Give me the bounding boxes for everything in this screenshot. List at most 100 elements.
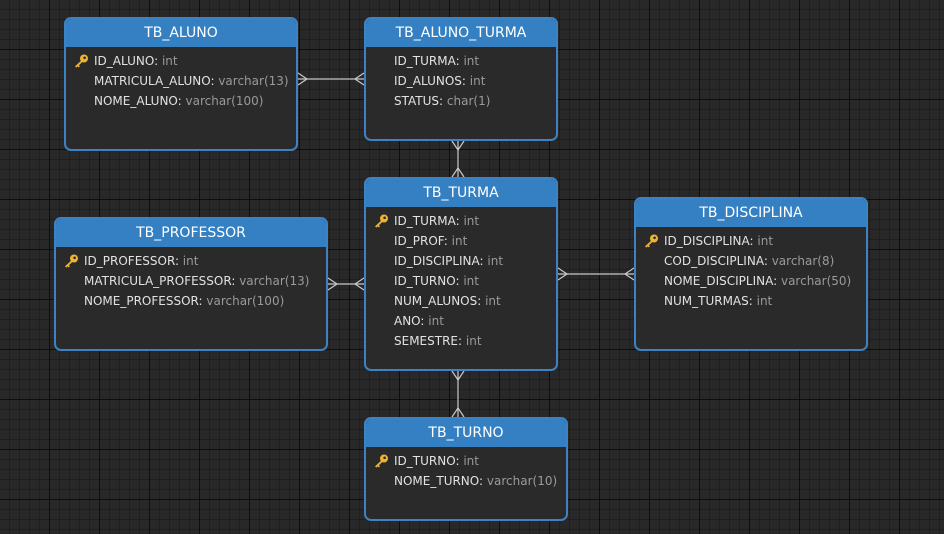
field-name: MATRICULA_ALUNO	[94, 74, 211, 88]
field-name: ID_PROFESSOR	[84, 254, 175, 268]
primary-key-icon	[373, 214, 389, 228]
field-type: varchar(100)	[185, 94, 264, 108]
field-separator: :	[479, 254, 488, 268]
field-separator: :	[455, 54, 464, 68]
field-separator: :	[443, 234, 452, 248]
field-name: COD_DISCIPLINA	[664, 254, 764, 268]
field-name: ID_TURNO	[394, 274, 456, 288]
field-separator: :	[763, 254, 772, 268]
field-row[interactable]: ID_DISCIPLINA: int	[636, 231, 866, 251]
field-type: int	[463, 54, 480, 68]
field-name: NUM_ALUNOS	[394, 294, 478, 308]
field-row[interactable]: MATRICULA_PROFESSOR: varchar(13)	[56, 271, 326, 291]
primary-key-icon	[643, 234, 659, 248]
field-row[interactable]: ID_TURNO: int	[366, 271, 556, 291]
field-separator: :	[439, 94, 447, 108]
field-separator: :	[458, 334, 466, 348]
field-name: SEMESTRE	[394, 334, 459, 348]
field-type: int	[756, 294, 773, 308]
field-type: int	[182, 254, 199, 268]
field-type: varchar(8)	[771, 254, 835, 268]
field-separator: :	[154, 54, 162, 68]
field-type: int	[487, 254, 504, 268]
relationship-turma-disciplina	[557, 267, 635, 281]
field-row[interactable]: NUM_TURMAS: int	[636, 291, 866, 311]
field-name: NOME_TURNO	[394, 474, 480, 488]
field-name: ID_TURMA	[394, 54, 456, 68]
field-separator: :	[174, 254, 183, 268]
field-name: ID_TURNO	[394, 454, 456, 468]
field-name: ANO	[394, 314, 421, 328]
field-type: int	[161, 54, 178, 68]
field-type: int	[463, 454, 479, 468]
table-title: TB_DISCIPLINA	[636, 199, 866, 227]
field-row[interactable]: NUM_ALUNOS: int	[366, 291, 556, 311]
primary-key-icon	[373, 454, 389, 468]
field-type: varchar(50)	[780, 274, 852, 288]
field-separator: :	[455, 214, 464, 228]
field-name: ID_DISCIPLINA	[394, 254, 480, 268]
field-type: int	[465, 334, 482, 348]
field-separator: :	[773, 274, 781, 288]
field-name: NOME_ALUNO	[94, 94, 178, 108]
field-row[interactable]: ID_PROF: int	[366, 231, 556, 251]
relationship-aluno-aluno_turma	[297, 72, 365, 86]
relationship-professor-turma	[327, 277, 365, 291]
field-name: MATRICULA_PROFESSOR	[84, 274, 232, 288]
field-row[interactable]: ID_PROFESSOR: int	[56, 251, 326, 271]
field-row[interactable]: SEMESTRE: int	[366, 331, 556, 351]
field-row[interactable]: NOME_DISCIPLINA: varchar(50)	[636, 271, 866, 291]
field-row[interactable]: ID_DISCIPLINA: int	[366, 251, 556, 271]
field-row[interactable]: ANO: int	[366, 311, 556, 331]
field-type: varchar(13)	[239, 274, 310, 288]
field-row[interactable]: NOME_TURNO: varchar(10)	[366, 471, 566, 491]
field-name: STATUS	[394, 94, 440, 108]
field-row[interactable]: ID_ALUNO: int	[66, 51, 296, 71]
field-name: NUM_TURMAS	[664, 294, 749, 308]
field-name: ID_PROF	[394, 234, 444, 248]
field-separator: :	[198, 294, 207, 308]
relationship-turma-turno	[451, 370, 465, 418]
field-name: NOME_PROFESSOR	[84, 294, 199, 308]
field-separator: :	[461, 74, 470, 88]
field-type: int	[485, 294, 501, 308]
primary-key-icon	[63, 254, 79, 268]
field-separator: :	[477, 294, 486, 308]
field-row[interactable]: COD_DISCIPLINA: varchar(8)	[636, 251, 866, 271]
field-row[interactable]: ID_TURMA: int	[366, 51, 556, 71]
field-type: int	[469, 74, 486, 88]
table-title: TB_ALUNO	[66, 19, 296, 47]
field-type: int	[463, 274, 479, 288]
field-row[interactable]: NOME_PROFESSOR: varchar(100)	[56, 291, 326, 311]
field-separator: :	[455, 454, 464, 468]
field-row[interactable]: ID_TURMA: int	[366, 211, 556, 231]
field-separator: :	[455, 274, 464, 288]
field-type: char(1)	[446, 94, 491, 108]
table-title: TB_TURMA	[366, 179, 556, 207]
field-type: varchar(100)	[206, 294, 285, 308]
field-row[interactable]: ID_ALUNOS: int	[366, 71, 556, 91]
field-type: varchar(10)	[486, 474, 558, 488]
field-type: int	[428, 314, 444, 328]
field-row[interactable]: ID_TURNO: int	[366, 451, 566, 471]
field-name: ID_ALUNOS	[394, 74, 462, 88]
field-separator: :	[420, 314, 429, 328]
field-type: int	[757, 234, 774, 248]
field-type: int	[451, 234, 468, 248]
field-row[interactable]: MATRICULA_ALUNO: varchar(13)	[66, 71, 296, 91]
field-row[interactable]: STATUS: char(1)	[366, 91, 556, 111]
field-row[interactable]: NOME_ALUNO: varchar(100)	[66, 91, 296, 111]
